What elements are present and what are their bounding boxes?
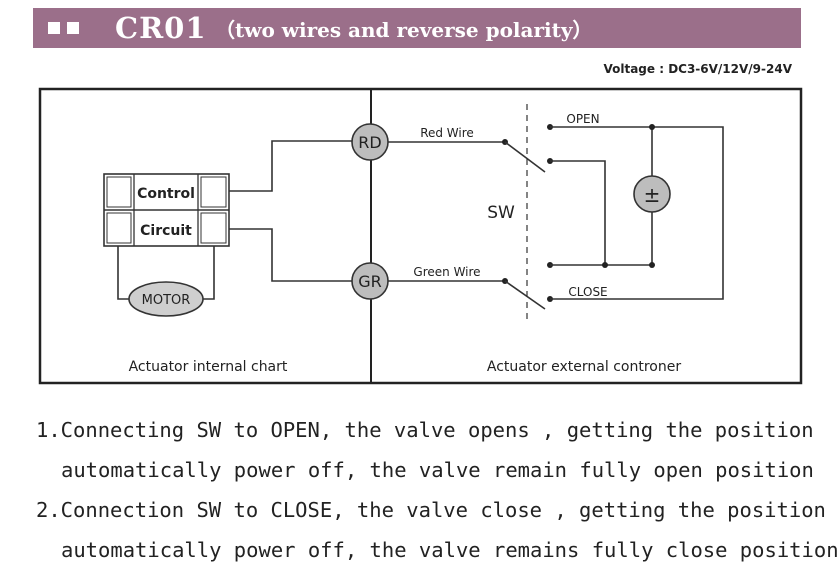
internal-green-wire	[229, 228, 352, 282]
circuit-label: Circuit	[140, 223, 192, 239]
green-wire-label: Green Wire	[413, 265, 480, 279]
instruction-line: automatically power off, the valve remai…	[61, 538, 838, 562]
header-title: CR01	[115, 11, 207, 45]
junction-dot	[602, 262, 608, 268]
voltage-label: Voltage : DC3-6V/12V/9-24V	[603, 62, 792, 76]
close-label: CLOSE	[568, 285, 607, 299]
left-caption: Actuator internal chart	[129, 359, 288, 375]
motor-icon	[128, 281, 204, 317]
external-circuit	[550, 126, 724, 300]
control-circuit-block	[103, 173, 230, 247]
diagram-frame	[38, 87, 803, 385]
instruction-line: automatically power off, the valve remai…	[61, 458, 814, 482]
internal-red-wire	[229, 140, 352, 192]
gr-label: GR	[358, 272, 382, 291]
header-square-icon	[67, 22, 79, 34]
power-source-icon	[633, 175, 671, 213]
red-wire-label: Red Wire	[420, 126, 474, 140]
header-square-icon	[48, 22, 60, 34]
sw-label: SW	[487, 203, 515, 223]
motor-wire	[117, 246, 215, 300]
motor-label: MOTOR	[142, 293, 191, 308]
junction-dot	[649, 262, 655, 268]
instruction-line: 2.Connection SW to CLOSE, the valve clos…	[36, 498, 826, 522]
open-label: OPEN	[566, 112, 599, 126]
junction-dot	[649, 124, 655, 130]
battery-symbol: ±	[644, 183, 661, 207]
right-caption: Actuator external controner	[487, 359, 681, 375]
header-bar: CR01 （two wires and reverse polarity）	[33, 8, 801, 48]
header-subtitle: （two wires and reverse polarity）	[215, 18, 593, 42]
control-label: Control	[137, 186, 195, 202]
instructions: 1.Connecting SW to OPEN, the valve opens…	[36, 410, 838, 570]
rd-label: RD	[358, 133, 381, 152]
instruction-line: 1.Connecting SW to OPEN, the valve opens…	[36, 418, 814, 442]
